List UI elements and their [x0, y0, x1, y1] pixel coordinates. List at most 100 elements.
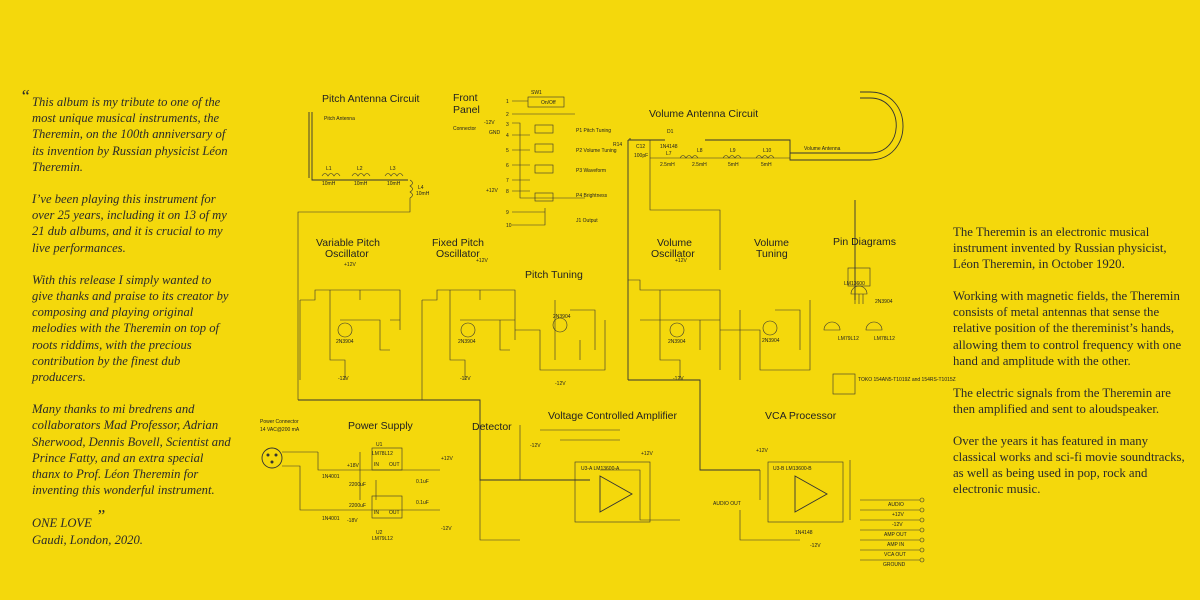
- vca-section: U3-A LM13600-A U3-B LM13600-B -12V +12V …: [298, 379, 851, 549]
- value-c12: 100pF: [634, 153, 648, 159]
- p3-label: P3 Waveform: [576, 168, 606, 174]
- u2-in: IN: [374, 510, 379, 516]
- liner-paragraph: Many thanks to mi bredrens and collabora…: [32, 402, 231, 498]
- label-c12: C12: [636, 144, 645, 150]
- about-paragraph: The electric signals from the Theremin a…: [953, 385, 1171, 416]
- title-front-panel-2: Panel: [453, 104, 480, 116]
- label-d1: D1: [667, 129, 674, 135]
- pin-minus12: -12V: [484, 120, 495, 126]
- terminal: [919, 507, 925, 513]
- plus12-fixed: +12V: [476, 258, 488, 264]
- pin-amp-out: AMP OUT: [884, 532, 907, 538]
- liner-paragraph: With this release I simply wanted to giv…: [32, 272, 229, 385]
- title-volume-antenna: Volume Antenna Circuit: [649, 108, 758, 120]
- plus12-vca: +12V: [641, 451, 653, 457]
- q6-transistor: 2N3904: [668, 339, 686, 345]
- pin-audio: AUDIO: [888, 502, 904, 508]
- p1-label: P1 Pitch Tuning: [576, 128, 611, 134]
- pitch-antenna-label: Pitch Antenna: [324, 116, 355, 122]
- power-connector-label: Power Connector: [260, 419, 299, 425]
- pin-amp-in: AMP IN: [887, 542, 905, 548]
- label-l9: L9: [730, 148, 736, 154]
- plus12-var: +12V: [344, 262, 356, 268]
- q5-transistor: 2N3904: [553, 314, 571, 320]
- title-volume-tuning: Volume: [754, 237, 789, 249]
- pin-lm79l12: LM79L12: [838, 336, 859, 342]
- fixed-pitch-oscillator: 2N3904 +12V -12V: [421, 258, 516, 400]
- pin-9: 9: [506, 210, 509, 216]
- value-l9: 5mH: [728, 162, 739, 168]
- d2-label: 1N4001: [322, 474, 340, 480]
- minus12-vca: -12V: [530, 443, 541, 449]
- label-1n4148: 1N4148: [660, 144, 678, 150]
- u3a-label: U3-A LM13600-A: [581, 466, 620, 472]
- pin-2n3904: 2N3904: [875, 299, 893, 305]
- volume-antenna: Volume Antenna R14 D1 1N4148 C12 100pF L…: [613, 91, 904, 380]
- label-l7: L7: [666, 151, 672, 157]
- u2-label: U2: [376, 530, 383, 536]
- sw1-label: SW1: [531, 90, 542, 96]
- value-l1: 10mH: [322, 181, 336, 187]
- close-quote-mark: ”: [95, 506, 106, 526]
- minus12-vcap: -12V: [810, 543, 821, 549]
- pin-3: 3: [506, 122, 509, 128]
- volume-antenna-label: Volume Antenna: [804, 146, 841, 152]
- power-pin: [266, 453, 270, 457]
- value-l8: 2.5mH: [692, 162, 707, 168]
- u1-in: IN: [374, 462, 379, 468]
- label-l2: L2: [357, 166, 363, 172]
- power-pin: [274, 453, 278, 457]
- terminal: [919, 537, 925, 543]
- label-l1: L1: [326, 166, 332, 172]
- about-theremin: The Theremin is an electronic musical in…: [953, 224, 1185, 513]
- open-quote-mark: “: [20, 86, 31, 106]
- pitch-antenna: Pitch Antenna L1 L2 L3 10mH 10mH 10mH L4…: [297, 112, 430, 400]
- u2-part: LM79L12: [372, 536, 393, 542]
- liner-notes: This album is my tribute to one of the m…: [32, 94, 232, 564]
- pin-2: 2: [506, 112, 509, 118]
- pin-7: 7: [506, 178, 509, 184]
- j1-label: J1 Output: [576, 218, 598, 224]
- c20-label: 2200uF: [349, 503, 366, 509]
- on-off-label: On/Off: [541, 100, 556, 106]
- p2-label: P2 Volume Tuning: [576, 148, 617, 154]
- liner-paragraph: I’ve been playing this instrument for ov…: [32, 192, 227, 255]
- pin-ground: GROUND: [883, 562, 906, 568]
- label-r14: R14: [613, 142, 622, 148]
- liner-paragraph: This album is my tribute to one of the m…: [32, 95, 228, 174]
- variable-pitch-oscillator: 2N3904 +12V -12V: [299, 262, 401, 382]
- u3b-label: U3-B LM13600-B: [773, 466, 812, 472]
- pin-plus12: +12V: [486, 188, 498, 194]
- pin-6: 6: [506, 163, 509, 169]
- terminal: [919, 517, 925, 523]
- c22-label: 0.1uF: [416, 500, 429, 506]
- about-paragraph: Over the years it has featured in many c…: [953, 433, 1185, 497]
- minus12-fixed: -12V: [460, 376, 471, 382]
- terminal: [919, 547, 925, 553]
- output-connector: AUDIO +12V -12V AMP OUT AMP IN VCA OUT G…: [629, 138, 925, 568]
- plus12-ps: +12V: [441, 456, 453, 462]
- minus18-label: -18V: [347, 518, 358, 524]
- about-paragraph: The Theremin is an electronic musical in…: [953, 225, 1167, 272]
- value-l10: 5mH: [761, 162, 772, 168]
- u1-label: U1: [376, 442, 383, 448]
- u2-out: OUT: [389, 510, 400, 516]
- title-pitch-antenna: Pitch Antenna Circuit: [322, 93, 420, 105]
- d3-label: 1N4001: [322, 516, 340, 522]
- label-l8: L8: [697, 148, 703, 154]
- q3-transistor: 2N3904: [458, 339, 476, 345]
- pin-4: 4: [506, 133, 509, 139]
- power-pin: [270, 460, 274, 464]
- pin-5: 5: [506, 148, 509, 154]
- title-vca-processor: VCA Processor: [765, 410, 837, 422]
- volume-oscillator: 2N3904 +12V -12V: [628, 258, 721, 382]
- label-l4: L4: [418, 185, 424, 191]
- lm13600-chip: LM13600: [844, 281, 865, 287]
- pin-8: 8: [506, 189, 509, 195]
- title-fixed-pitch: Fixed Pitch: [432, 237, 484, 249]
- value-l3: 10mH: [387, 181, 401, 187]
- pin-10: 10: [506, 223, 512, 229]
- label-l10: L10: [763, 148, 772, 154]
- title-volume-tuning-2: Tuning: [756, 248, 788, 260]
